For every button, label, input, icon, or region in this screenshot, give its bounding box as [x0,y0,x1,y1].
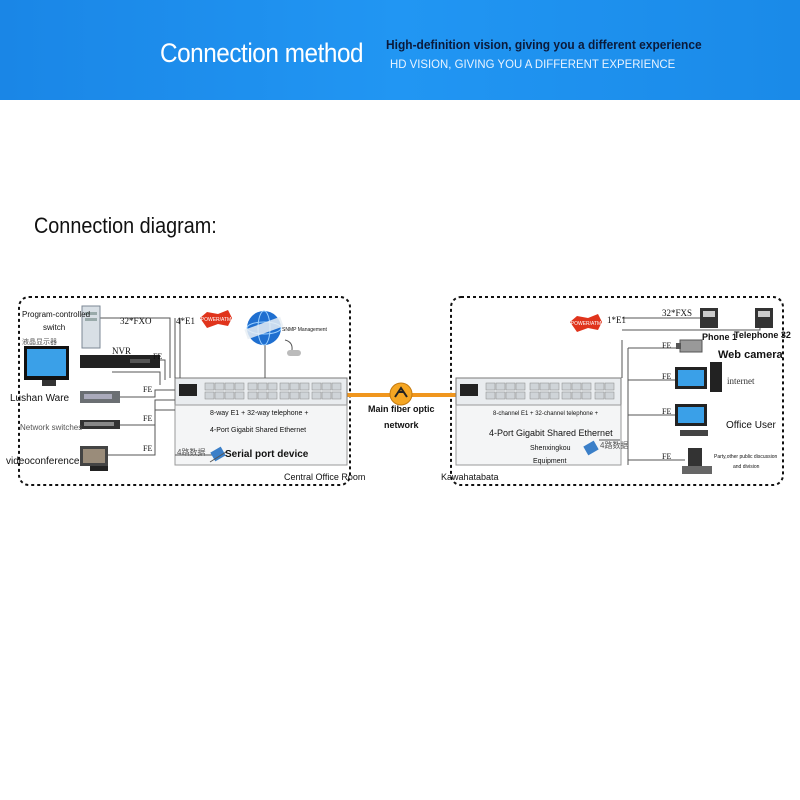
fe-label-3: FE [143,414,153,423]
right-device-label-1: 8-channel E1 + 32-channel telephone + [493,411,599,417]
right-badge-text: POWER/ATM [571,321,601,327]
fe-label-2: FE [143,385,153,394]
fe-right-2: FE [662,372,672,381]
fe-right-3: FE [662,407,672,416]
left-power-badge: POWER/ATM [200,310,232,328]
banner-subtitle: High-definition vision, giving you a dif… [386,37,702,52]
video-label: videoconference [6,456,80,467]
left-device-label-2: 4-Port Gigabit Shared Ethernet [210,427,307,434]
pbx-label-1: Program-controlled [22,310,91,319]
party-label-2: and division [733,464,760,470]
left-badge-text: POWER/ATM [201,317,231,323]
pbx-label-2: switch [43,323,66,332]
webcam-label: Web camera [718,349,783,361]
phone1-label: Phone 1 [702,332,738,342]
fiber-label-2: network [384,420,419,430]
right-site-box [450,296,784,486]
link-fxs-label: 32*FXS [662,308,693,318]
phone32-label: Telephone 32 [734,330,791,340]
lushan-device-icon [80,391,120,403]
snmp-globe-icon [244,310,301,356]
fe-right-4: FE [662,452,672,461]
right-power-badge: POWER/ATM [570,314,602,332]
lcd-monitor-icon [24,346,69,386]
office-pc-icon [675,404,708,436]
internet-label: internet [727,376,755,386]
pbx-switch-icon [81,305,101,349]
party-terminal-icon [682,448,712,474]
shenxingkou-label-1: Shenxingkou [530,445,571,452]
serial-tag-right: 4路数据 [600,441,629,450]
section-heading: Connection diagram: [34,213,217,238]
banner-subtitle-en: HD VISION, GIVING YOU A DIFFERENT EXPERI… [390,57,676,71]
right-device-label-2: 4-Port Gigabit Shared Ethernet [489,428,613,438]
fe-right-1: FE [662,341,672,350]
party-label-1: Party,other public discussion [714,454,778,460]
header-banner: Connection method High-definition vision… [0,0,800,100]
right-mux-device [455,377,622,466]
left-device-label-1: 8-way E1 + 32-way telephone + [210,410,309,417]
lcd-label: 液晶显示器 [22,339,57,346]
web-camera-icon [676,339,703,353]
serial-device-label: Serial port device [225,449,309,460]
shenxingkou-label-2: Equipment [533,458,567,465]
network-switch-icon [80,420,120,429]
fe-label-1: FE [153,352,163,361]
left-site-box [18,296,351,486]
switches-label: Network switches [20,423,83,432]
internet-pc-icon [675,362,722,392]
phone1-icon [700,308,718,328]
right-location-label: Kawahatabata [441,472,499,482]
office-label: Office User [726,420,776,431]
fiber-icon [389,382,413,406]
video-conference-icon [80,446,108,471]
lushan-label: Lushan Ware [10,393,70,404]
serial-device-icon [209,446,227,463]
phone32-icon [755,308,773,328]
nvr-label: NVR [112,346,132,356]
serial-tag-left: 4路数据 [177,448,206,457]
link-fxo-label: 32*FXO [120,316,152,326]
snmp-label: SNMP Management [282,327,327,333]
fiber-label-1: Main fiber optic [368,404,435,414]
fe-label-4: FE [143,444,153,453]
link-e1-label: 4*E1 [176,316,195,326]
banner-title: Connection method [160,38,364,68]
link-e1-right-label: 1*E1 [607,315,626,325]
shenxingkou-device-icon [583,440,599,456]
left-location-label: Central Office Room [284,472,366,482]
nvr-icon [80,355,160,368]
